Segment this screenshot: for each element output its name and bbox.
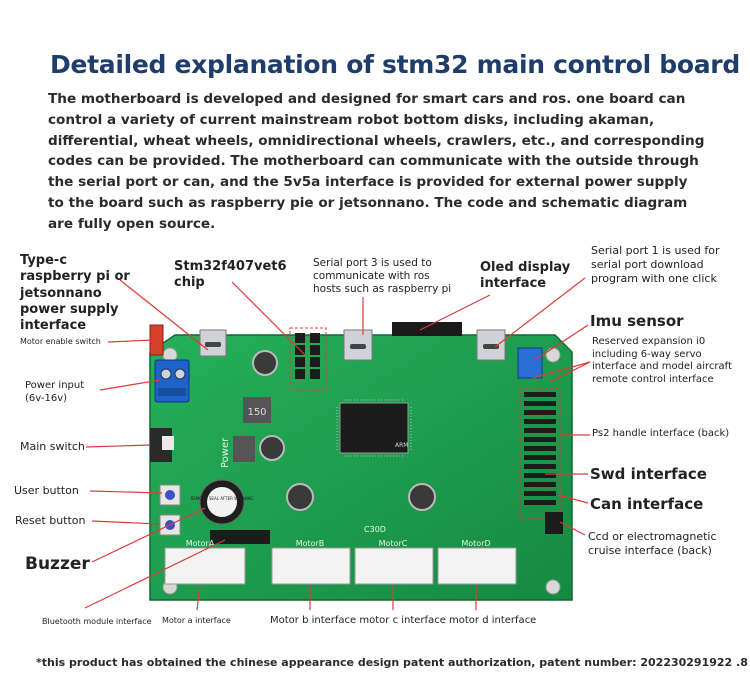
svg-text:C30D: C30D (364, 525, 386, 534)
inductor-1 (243, 397, 271, 423)
svg-text:MotorB: MotorB (296, 539, 325, 548)
label-swd: Swd interface (590, 465, 707, 483)
label-ps2: Ps2 handle interface (back) (592, 428, 730, 439)
svg-text:ARM: ARM (395, 442, 408, 449)
label-ccd: Ccd or electromagnetic cruise interface … (588, 530, 717, 557)
label-typec: Type-c raspberry pi or jetsonnano power … (20, 253, 130, 333)
bluetooth-header (210, 530, 270, 544)
label-serial1: Serial port 1 is used for serial port do… (591, 244, 720, 285)
motor-connectors (164, 547, 517, 585)
capacitors (252, 350, 436, 511)
label-motor-bcd: Motor b interface motor c interface moto… (270, 615, 537, 626)
imu-module (517, 347, 543, 379)
label-buzzer: Buzzer (25, 554, 90, 574)
label-imu: Imu sensor (590, 312, 684, 330)
svg-text:150: 150 (247, 407, 266, 418)
label-motor-a: Motor a interface (162, 616, 231, 625)
label-chip: Stm32f407vet6 chip (174, 259, 287, 291)
label-reset-button: Reset button (15, 514, 86, 527)
svg-text:MotorC: MotorC (379, 539, 408, 548)
label-serial3: Serial port 3 is used to communicate wit… (313, 257, 452, 296)
label-can: Can interface (590, 495, 704, 513)
oled-header (392, 322, 462, 336)
label-motor-enable: Motor enable switch (20, 337, 101, 346)
page-title: Detailed explanation of stm32 main contr… (50, 50, 740, 79)
label-user-button: User button (14, 484, 79, 497)
silk-power: Power (220, 437, 231, 468)
label-oled: Oled display interface (480, 260, 571, 292)
intro-paragraph: The motherboard is developed and designe… (48, 91, 705, 232)
leader-lines (84, 277, 591, 611)
label-expansion: Reserved expansion i0 including 6-way se… (592, 336, 732, 385)
patent-note: *this product has obtained the chinese a… (36, 656, 748, 669)
mcu-chip (339, 402, 409, 454)
label-bluetooth: Bluetooth module interface (42, 617, 152, 626)
svg-text:REMOVE SEAL AFTER WASHING: REMOVE SEAL AFTER WASHING (191, 496, 254, 501)
inductor-2 (233, 436, 255, 462)
svg-text:MotorA: MotorA (186, 539, 215, 548)
label-main-switch: Main switch (20, 440, 85, 453)
svg-text:MotorD: MotorD (461, 539, 490, 548)
label-power-input: Power input (6v-16v) (25, 380, 85, 404)
